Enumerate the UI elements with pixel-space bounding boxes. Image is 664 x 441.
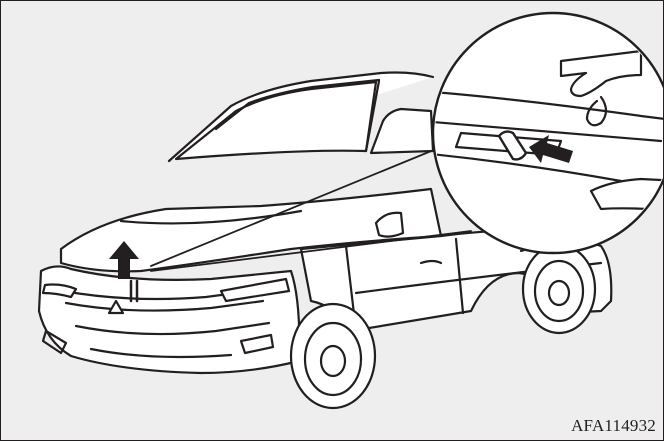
figure-code: AFA114932 [571,416,656,436]
detail-callout [421,13,663,253]
front-wheel [291,304,375,408]
rear-wheel [523,245,595,333]
side-window-front [371,109,433,153]
